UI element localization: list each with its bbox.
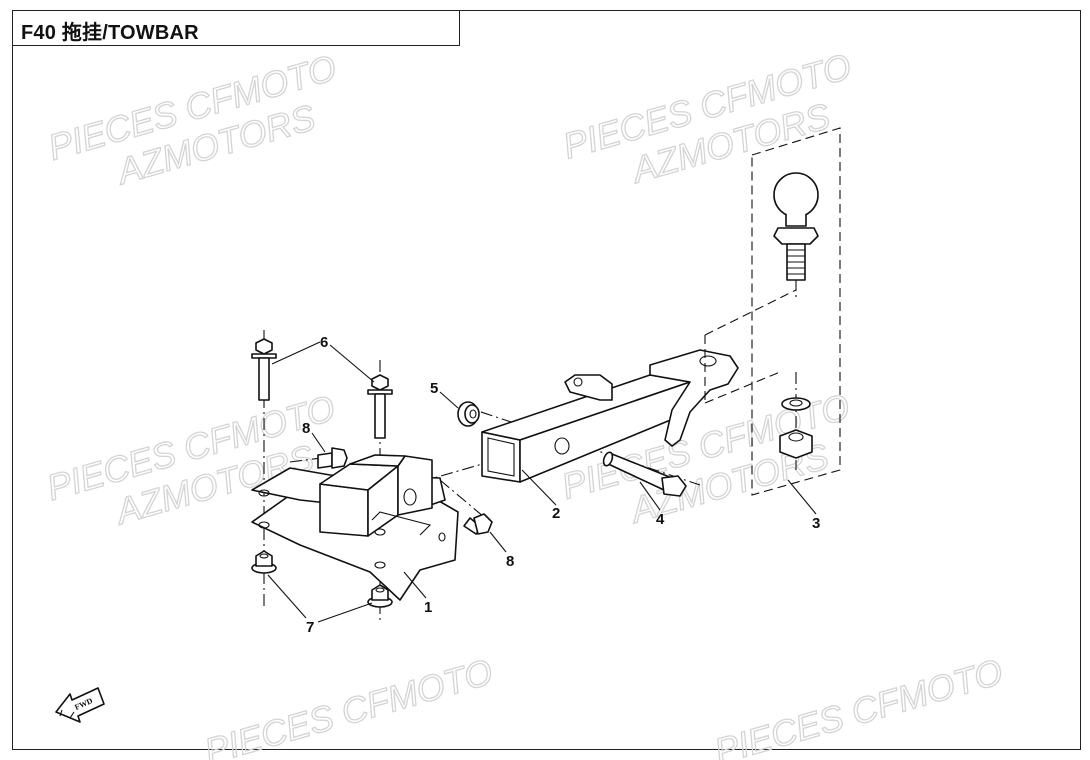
- watermark-text: PIECES CFMOTO: [200, 651, 497, 760]
- callout-6: 6: [320, 334, 328, 351]
- callout-7: 7: [306, 619, 314, 636]
- bolt-8-lower: [463, 513, 493, 535]
- watermark-text: PIECES CFMOTO: [710, 651, 1007, 760]
- bolt-6-right: [367, 374, 393, 439]
- page-title: F40 拖挂/TOWBAR: [21, 22, 199, 44]
- callout-2: 2: [552, 505, 560, 522]
- flange-nut-7-left: [251, 550, 277, 574]
- hitch-ball-assembly: [704, 127, 841, 496]
- forward-arrow-icon: FWD: [55, 687, 105, 723]
- callout-5: 5: [430, 380, 438, 397]
- title-box: F40 拖挂/TOWBAR: [12, 10, 460, 46]
- bolt-8-upper: [317, 447, 348, 469]
- leader-lines: [267, 341, 817, 623]
- hitch-pin: [602, 451, 687, 497]
- receiver-tube: [481, 349, 739, 483]
- callout-3: 3: [812, 515, 820, 532]
- flange-nut-5: [457, 401, 480, 427]
- callout-4: 4: [656, 511, 665, 528]
- drawing-frame: [12, 10, 1081, 750]
- bolt-6-left: [251, 338, 277, 401]
- watermark-group: PIECES CFMOTO AZMOTORS PIECES CFMOTO AZM…: [42, 45, 1008, 760]
- mounting-bracket: [251, 454, 459, 601]
- callout-8-lower: 8: [506, 553, 514, 570]
- flange-nut-7-right: [367, 584, 393, 608]
- callout-1: 1: [424, 599, 432, 616]
- callout-8-upper: 8: [302, 420, 310, 437]
